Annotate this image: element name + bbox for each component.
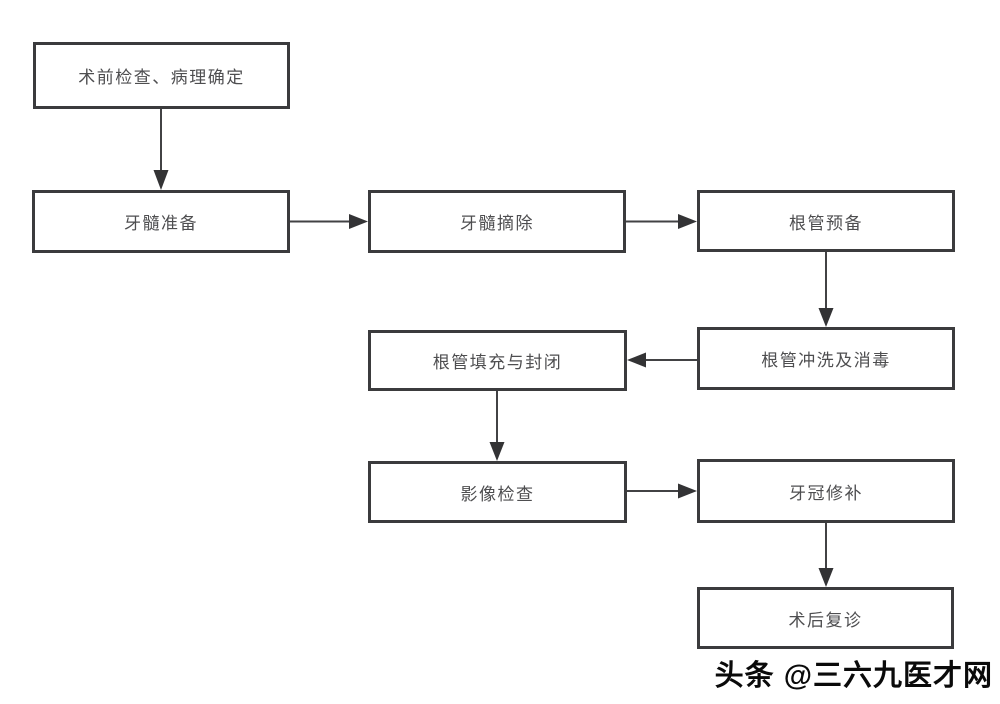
node-canal-preparation: 根管预备 xyxy=(697,190,955,252)
node-canal-filling-sealing: 根管填充与封闭 xyxy=(368,330,627,391)
node-imaging-exam: 影像检查 xyxy=(368,461,627,523)
node-pulp-extraction: 牙髓摘除 xyxy=(368,190,626,253)
node-canal-preparation-label: 根管预备 xyxy=(789,213,863,233)
node-canal-irrigation-disinfect: 根管冲洗及消毒 xyxy=(697,327,955,390)
arrow-preop-to-pulp-prep xyxy=(153,109,169,190)
arrow-pulp-extraction-to-canal-prep xyxy=(626,214,697,229)
node-crown-repair-label: 牙冠修补 xyxy=(789,483,863,503)
node-canal-irrigation-label: 根管冲洗及消毒 xyxy=(761,351,891,370)
arrow-filling-to-imaging xyxy=(489,391,505,461)
node-preop-exam: 术前检查、病理确定 xyxy=(33,42,290,109)
arrow-irrigation-to-filling xyxy=(627,352,697,368)
node-pulp-preparation: 牙髓准备 xyxy=(32,190,290,253)
arrow-pulp-prep-to-pulp-extraction xyxy=(290,214,368,229)
node-imaging-exam-label: 影像检查 xyxy=(460,484,535,504)
node-postop-followup: 术后复诊 xyxy=(697,587,954,649)
node-pulp-preparation-label: 牙髓准备 xyxy=(124,214,198,233)
watermark-text: 头条 @三六九医才网 xyxy=(714,660,993,692)
node-postop-followup-label: 术后复诊 xyxy=(788,610,863,630)
node-pulp-extraction-label: 牙髓摘除 xyxy=(460,214,534,233)
arrow-crown-to-followup xyxy=(818,523,834,587)
node-crown-repair: 牙冠修补 xyxy=(697,459,955,523)
node-canal-filling-label: 根管填充与封闭 xyxy=(432,353,563,372)
arrow-canal-prep-to-irrigation xyxy=(818,252,834,327)
node-preop-exam-label: 术前检查、病理确定 xyxy=(78,68,245,87)
arrow-imaging-to-crown xyxy=(627,483,697,499)
